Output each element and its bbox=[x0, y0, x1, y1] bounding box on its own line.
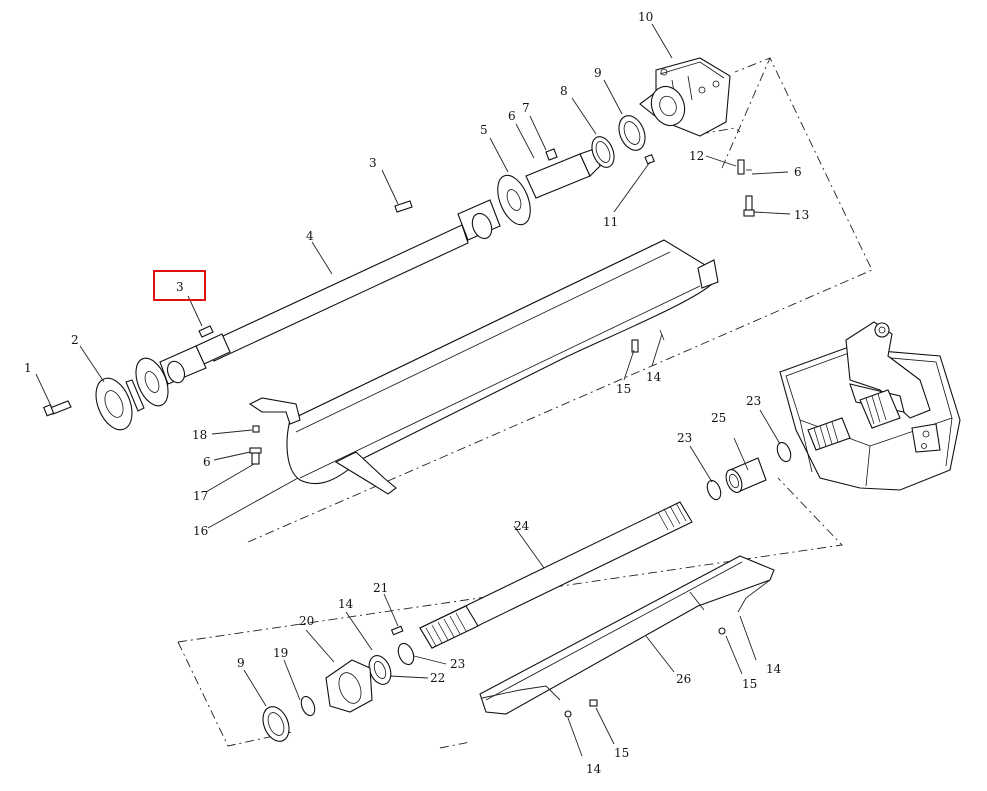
callout-3-highlighted: 3 bbox=[176, 280, 184, 294]
snap-ring-8 bbox=[591, 136, 615, 168]
leader-lines bbox=[35, 23, 791, 757]
callout-9-lower: 9 bbox=[237, 656, 245, 670]
callout-14-upper: 14 bbox=[646, 370, 662, 384]
callout-19: 19 bbox=[273, 646, 288, 660]
callout-14-bottom: 14 bbox=[586, 762, 602, 776]
flange-5 bbox=[497, 174, 531, 226]
oil-seal-9-upper bbox=[618, 115, 646, 151]
snap-ring-19 bbox=[300, 695, 316, 717]
snap-ring-23-b bbox=[776, 441, 792, 463]
callout-23-lower: 23 bbox=[450, 657, 465, 671]
callout-1: 1 bbox=[24, 361, 32, 375]
propeller-shaft-tube bbox=[207, 224, 469, 362]
upper-shaft-assembly bbox=[43, 115, 655, 431]
snap-ring-23-c bbox=[397, 642, 415, 666]
flange-housing-20 bbox=[325, 659, 373, 713]
callout-14-lower-left: 14 bbox=[338, 597, 354, 611]
lower-shaft-assembly bbox=[262, 441, 792, 742]
callout-4: 4 bbox=[306, 229, 314, 243]
lower-cover-26 bbox=[479, 555, 775, 715]
callout-16: 16 bbox=[193, 524, 208, 538]
callout-9-upper: 9 bbox=[594, 66, 602, 80]
bolt-3-upper bbox=[394, 200, 413, 213]
callout-21: 21 bbox=[373, 581, 388, 595]
callout-8: 8 bbox=[560, 84, 568, 98]
guard-bracket-left bbox=[248, 397, 301, 425]
callout-13: 13 bbox=[794, 208, 809, 222]
callout-labels: 1 2 3 4 3 5 6 7 8 9 10 11 12 6 13 15 14 … bbox=[24, 10, 809, 776]
callout-22: 22 bbox=[430, 671, 445, 685]
callout-6-upper: 6 bbox=[508, 109, 516, 123]
callout-3-upper: 3 bbox=[369, 156, 377, 170]
callout-11: 11 bbox=[603, 215, 618, 229]
callout-18: 18 bbox=[192, 428, 207, 442]
callout-23-mid: 23 bbox=[677, 431, 692, 445]
callout-25: 25 bbox=[711, 411, 726, 425]
callout-6-right: 6 bbox=[794, 165, 802, 179]
callout-23-right: 23 bbox=[746, 394, 761, 408]
callout-14-lower-right: 14 bbox=[766, 662, 782, 676]
callout-15-bottom: 15 bbox=[614, 746, 629, 760]
highlight-box bbox=[153, 270, 206, 301]
callout-2: 2 bbox=[71, 333, 79, 347]
callout-10: 10 bbox=[638, 10, 653, 24]
callout-15-upper: 15 bbox=[616, 382, 631, 396]
callout-7: 7 bbox=[522, 101, 530, 115]
bolt-3-lower bbox=[198, 325, 214, 338]
companion-flange bbox=[95, 377, 133, 431]
callout-20: 20 bbox=[299, 614, 314, 628]
callout-5: 5 bbox=[480, 123, 488, 137]
shaft-guard-16 bbox=[248, 239, 719, 495]
callout-26: 26 bbox=[676, 672, 691, 686]
gearbox-housing bbox=[779, 321, 961, 491]
callout-24: 24 bbox=[514, 519, 530, 533]
callout-15-lower-right: 15 bbox=[742, 677, 757, 691]
snap-ring-23-a bbox=[706, 479, 722, 501]
callout-17: 17 bbox=[193, 489, 208, 503]
callout-6-left: 6 bbox=[203, 455, 211, 469]
oil-seal-9-lower bbox=[262, 706, 290, 742]
guard-bracket-right bbox=[334, 451, 397, 495]
bearing-housing-10 bbox=[639, 57, 755, 217]
callout-12: 12 bbox=[689, 149, 704, 163]
